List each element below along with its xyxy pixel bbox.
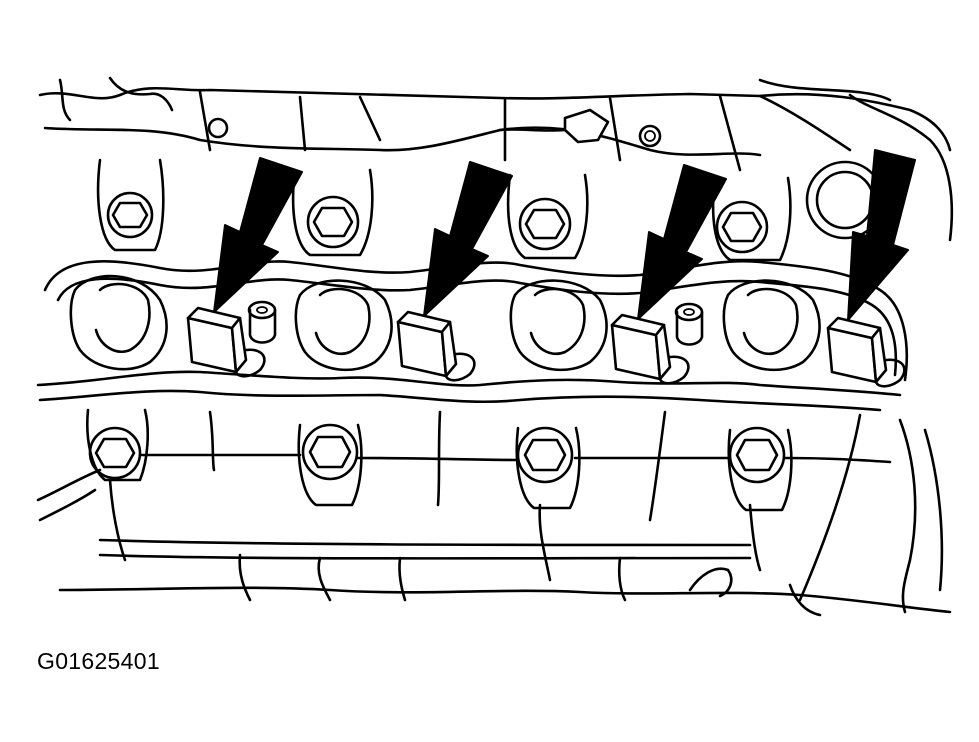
wiring-harness: [36, 410, 892, 602]
coil-connector-1: [186, 306, 266, 378]
coil-connector-2: [396, 310, 476, 382]
callout-arrow-4: [847, 149, 916, 321]
callout-arrow-2: [423, 161, 513, 317]
lower-block: [58, 418, 952, 617]
coil-connectors: [186, 306, 906, 388]
coil-wells: [69, 274, 821, 372]
coil-connector-3: [610, 313, 690, 385]
callout-arrow-1: [213, 157, 303, 313]
lower-bolts: [86, 408, 793, 512]
valve-cover: [36, 259, 908, 412]
callout-arrows: [213, 149, 916, 321]
figure-id-label: G01625401: [37, 648, 160, 674]
coil-connector-4: [826, 316, 906, 388]
upper-manifold: [38, 76, 954, 242]
callout-arrow-3: [637, 164, 727, 320]
cover-posts: [247, 300, 704, 346]
